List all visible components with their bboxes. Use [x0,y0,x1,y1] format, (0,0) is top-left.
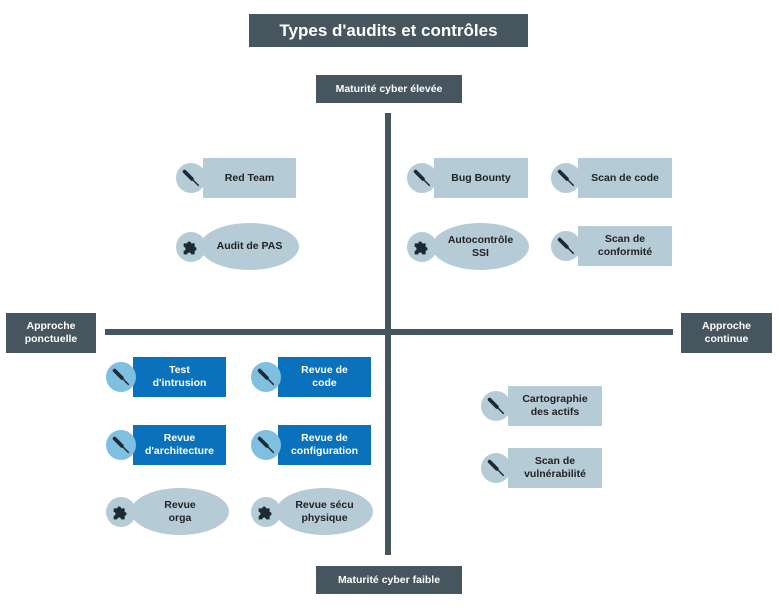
item-cartographie: Cartographie des actifs [508,386,602,426]
item-revue-code: Revue de code [278,357,371,397]
horizontal-axis-line [105,329,673,335]
screwdriver-icon [551,163,581,193]
diagram-title: Types d'audits et contrôles [249,14,528,47]
screwdriver-icon [481,391,511,421]
item-audit-pas: Audit de PAS [200,223,299,270]
axis-label-top: Maturité cyber élevée [316,75,462,103]
item-revue-orga: Revue orga [131,488,229,535]
screwdriver-icon [551,231,581,261]
item-scan-vulnerabilite: Scan de vulnérabilité [508,448,602,488]
item-test-intrusion: Test d'intrusion [133,357,226,397]
screwdriver-icon [251,362,281,392]
item-scan-code: Scan de code [578,158,672,198]
screwdriver-icon [106,430,136,460]
axis-label-right: Approche continue [681,313,772,353]
item-autocontrole: Autocontrôle SSI [432,223,529,270]
puzzle-piece-icon [106,497,136,527]
item-revue-architecture: Revue d'architecture [133,425,226,465]
screwdriver-icon [176,163,206,193]
item-revue-configuration: Revue de configuration [278,425,371,465]
item-scan-conformite: Scan de conformité [578,226,672,266]
screwdriver-icon [106,362,136,392]
puzzle-piece-icon [407,232,437,262]
axis-label-bottom: Maturité cyber faible [316,566,462,594]
screwdriver-icon [481,453,511,483]
item-revue-secu-physique: Revue sécu physique [276,488,373,535]
item-bug-bounty: Bug Bounty [434,158,528,198]
puzzle-piece-icon [251,497,281,527]
screwdriver-icon [251,430,281,460]
item-red-team: Red Team [203,158,296,198]
screwdriver-icon [407,163,437,193]
puzzle-piece-icon [176,232,206,262]
axis-label-left: Approche ponctuelle [6,313,96,353]
